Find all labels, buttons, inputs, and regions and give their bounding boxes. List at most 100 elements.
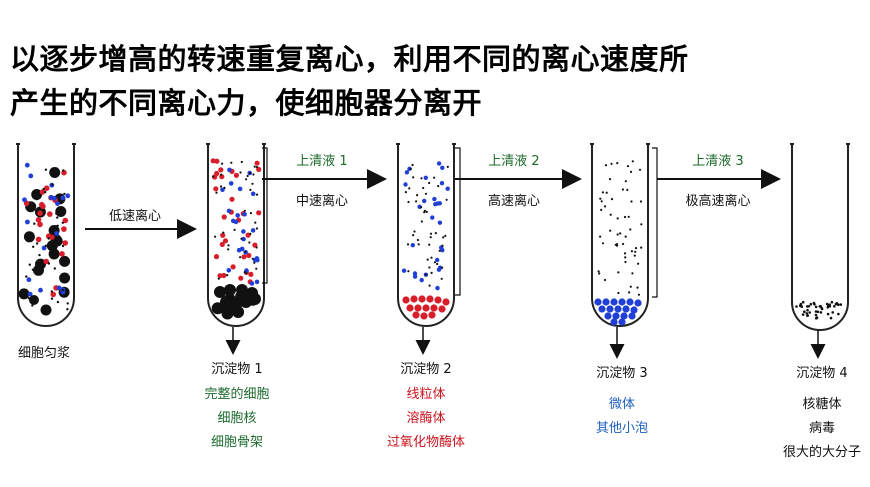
red-particle bbox=[210, 158, 216, 164]
red-particle bbox=[62, 240, 68, 246]
blue-particle bbox=[436, 161, 442, 166]
small-particle bbox=[599, 235, 602, 238]
bracket-1 bbox=[262, 147, 268, 284]
red-particle bbox=[218, 167, 224, 173]
small-particle bbox=[61, 288, 65, 292]
red-particle bbox=[43, 185, 50, 191]
small-particle bbox=[54, 225, 58, 228]
small-particle bbox=[599, 197, 602, 200]
small-particle bbox=[53, 267, 56, 270]
fine-particle bbox=[801, 300, 805, 304]
blue-particle bbox=[51, 195, 57, 201]
small-particle bbox=[415, 200, 418, 203]
small-particle bbox=[62, 169, 65, 172]
sediment-items-1: 完整的细胞 细胞核 细胞骨架 bbox=[204, 383, 269, 455]
blue-particle bbox=[419, 277, 424, 283]
pellet-particle bbox=[438, 305, 446, 313]
blue-particle bbox=[404, 170, 410, 175]
small-particle bbox=[442, 236, 445, 239]
small-particle bbox=[416, 194, 419, 197]
fine-particle bbox=[799, 302, 803, 306]
blue-particle bbox=[242, 212, 247, 217]
blue-particle bbox=[26, 277, 32, 283]
small-particle bbox=[239, 256, 242, 259]
red-particle bbox=[219, 241, 225, 247]
small-particle bbox=[616, 217, 619, 220]
small-particle bbox=[22, 296, 26, 299]
small-particle bbox=[34, 196, 37, 199]
heading-line-1: 以逐步增高的转速重复离心，利用不同的离心速度所 bbox=[10, 42, 689, 76]
small-particle bbox=[412, 176, 415, 179]
sediment-4-item: 很大的大分子 bbox=[782, 445, 862, 460]
small-particle bbox=[35, 198, 38, 201]
blue-particle bbox=[228, 181, 234, 186]
small-particle bbox=[614, 243, 617, 246]
small-particle bbox=[621, 188, 625, 191]
pellet-particle bbox=[610, 318, 618, 326]
blue-particle bbox=[54, 231, 59, 236]
red-particle bbox=[241, 254, 247, 260]
blue-particle bbox=[436, 267, 442, 272]
small-particle bbox=[441, 244, 444, 247]
blue-particle bbox=[252, 257, 258, 263]
blue-particle bbox=[401, 268, 407, 273]
pellet-particle bbox=[246, 287, 258, 299]
fine-particle bbox=[814, 310, 818, 313]
sediment-title-1: 沉淀物 1 bbox=[211, 362, 263, 377]
red-particle bbox=[221, 272, 227, 279]
red-particle bbox=[62, 217, 69, 224]
small-particle bbox=[240, 160, 243, 164]
small-particle bbox=[640, 246, 643, 249]
small-particle bbox=[420, 206, 423, 209]
small-particle bbox=[416, 238, 419, 242]
red-particle bbox=[35, 217, 42, 223]
fine-particle bbox=[803, 310, 806, 314]
small-particle bbox=[598, 272, 601, 275]
red-particle bbox=[238, 275, 244, 281]
small-particle bbox=[433, 176, 436, 179]
small-particle bbox=[44, 190, 47, 194]
blue-particle bbox=[430, 215, 435, 220]
blue-particle bbox=[22, 197, 27, 203]
small-particle bbox=[44, 244, 48, 247]
pellet-particle bbox=[620, 312, 628, 320]
small-particle bbox=[626, 165, 630, 168]
small-particle bbox=[623, 252, 627, 255]
blue-particle bbox=[410, 243, 415, 248]
pellet-particle bbox=[220, 296, 232, 308]
small-particle bbox=[438, 249, 441, 252]
small-particle bbox=[628, 291, 631, 294]
tube-3 bbox=[591, 144, 649, 327]
pellet-particle bbox=[630, 306, 638, 314]
pellet-particle bbox=[224, 284, 236, 296]
fine-particle bbox=[831, 311, 834, 314]
blue-particle bbox=[433, 202, 438, 207]
step-label-high: 高速离心 bbox=[487, 194, 541, 209]
small-particle bbox=[417, 243, 420, 246]
small-particle bbox=[239, 171, 242, 174]
red-particle bbox=[217, 273, 223, 279]
pellet-particle bbox=[618, 318, 626, 326]
small-particle bbox=[35, 242, 39, 245]
pellet-particle bbox=[626, 298, 634, 306]
fine-particle bbox=[805, 312, 809, 315]
small-particle bbox=[429, 236, 432, 239]
small-particle bbox=[436, 262, 439, 266]
small-particle bbox=[423, 209, 426, 212]
red-particle bbox=[229, 196, 235, 202]
blue-particle bbox=[432, 196, 437, 202]
blue-particle bbox=[423, 175, 428, 180]
fine-particle bbox=[806, 314, 809, 318]
sediment-title-3: 沉淀物 3 bbox=[596, 366, 648, 381]
sediment-title-2: 沉淀物 2 bbox=[400, 362, 452, 377]
small-particle bbox=[253, 165, 256, 168]
small-particle bbox=[255, 193, 259, 196]
blue-particle bbox=[230, 218, 236, 224]
blue-particle bbox=[38, 287, 43, 293]
pellet-particle bbox=[604, 312, 612, 320]
small-particle bbox=[429, 232, 433, 235]
fine-particle bbox=[814, 305, 818, 309]
red-particle bbox=[50, 291, 56, 298]
small-particle bbox=[629, 285, 632, 288]
